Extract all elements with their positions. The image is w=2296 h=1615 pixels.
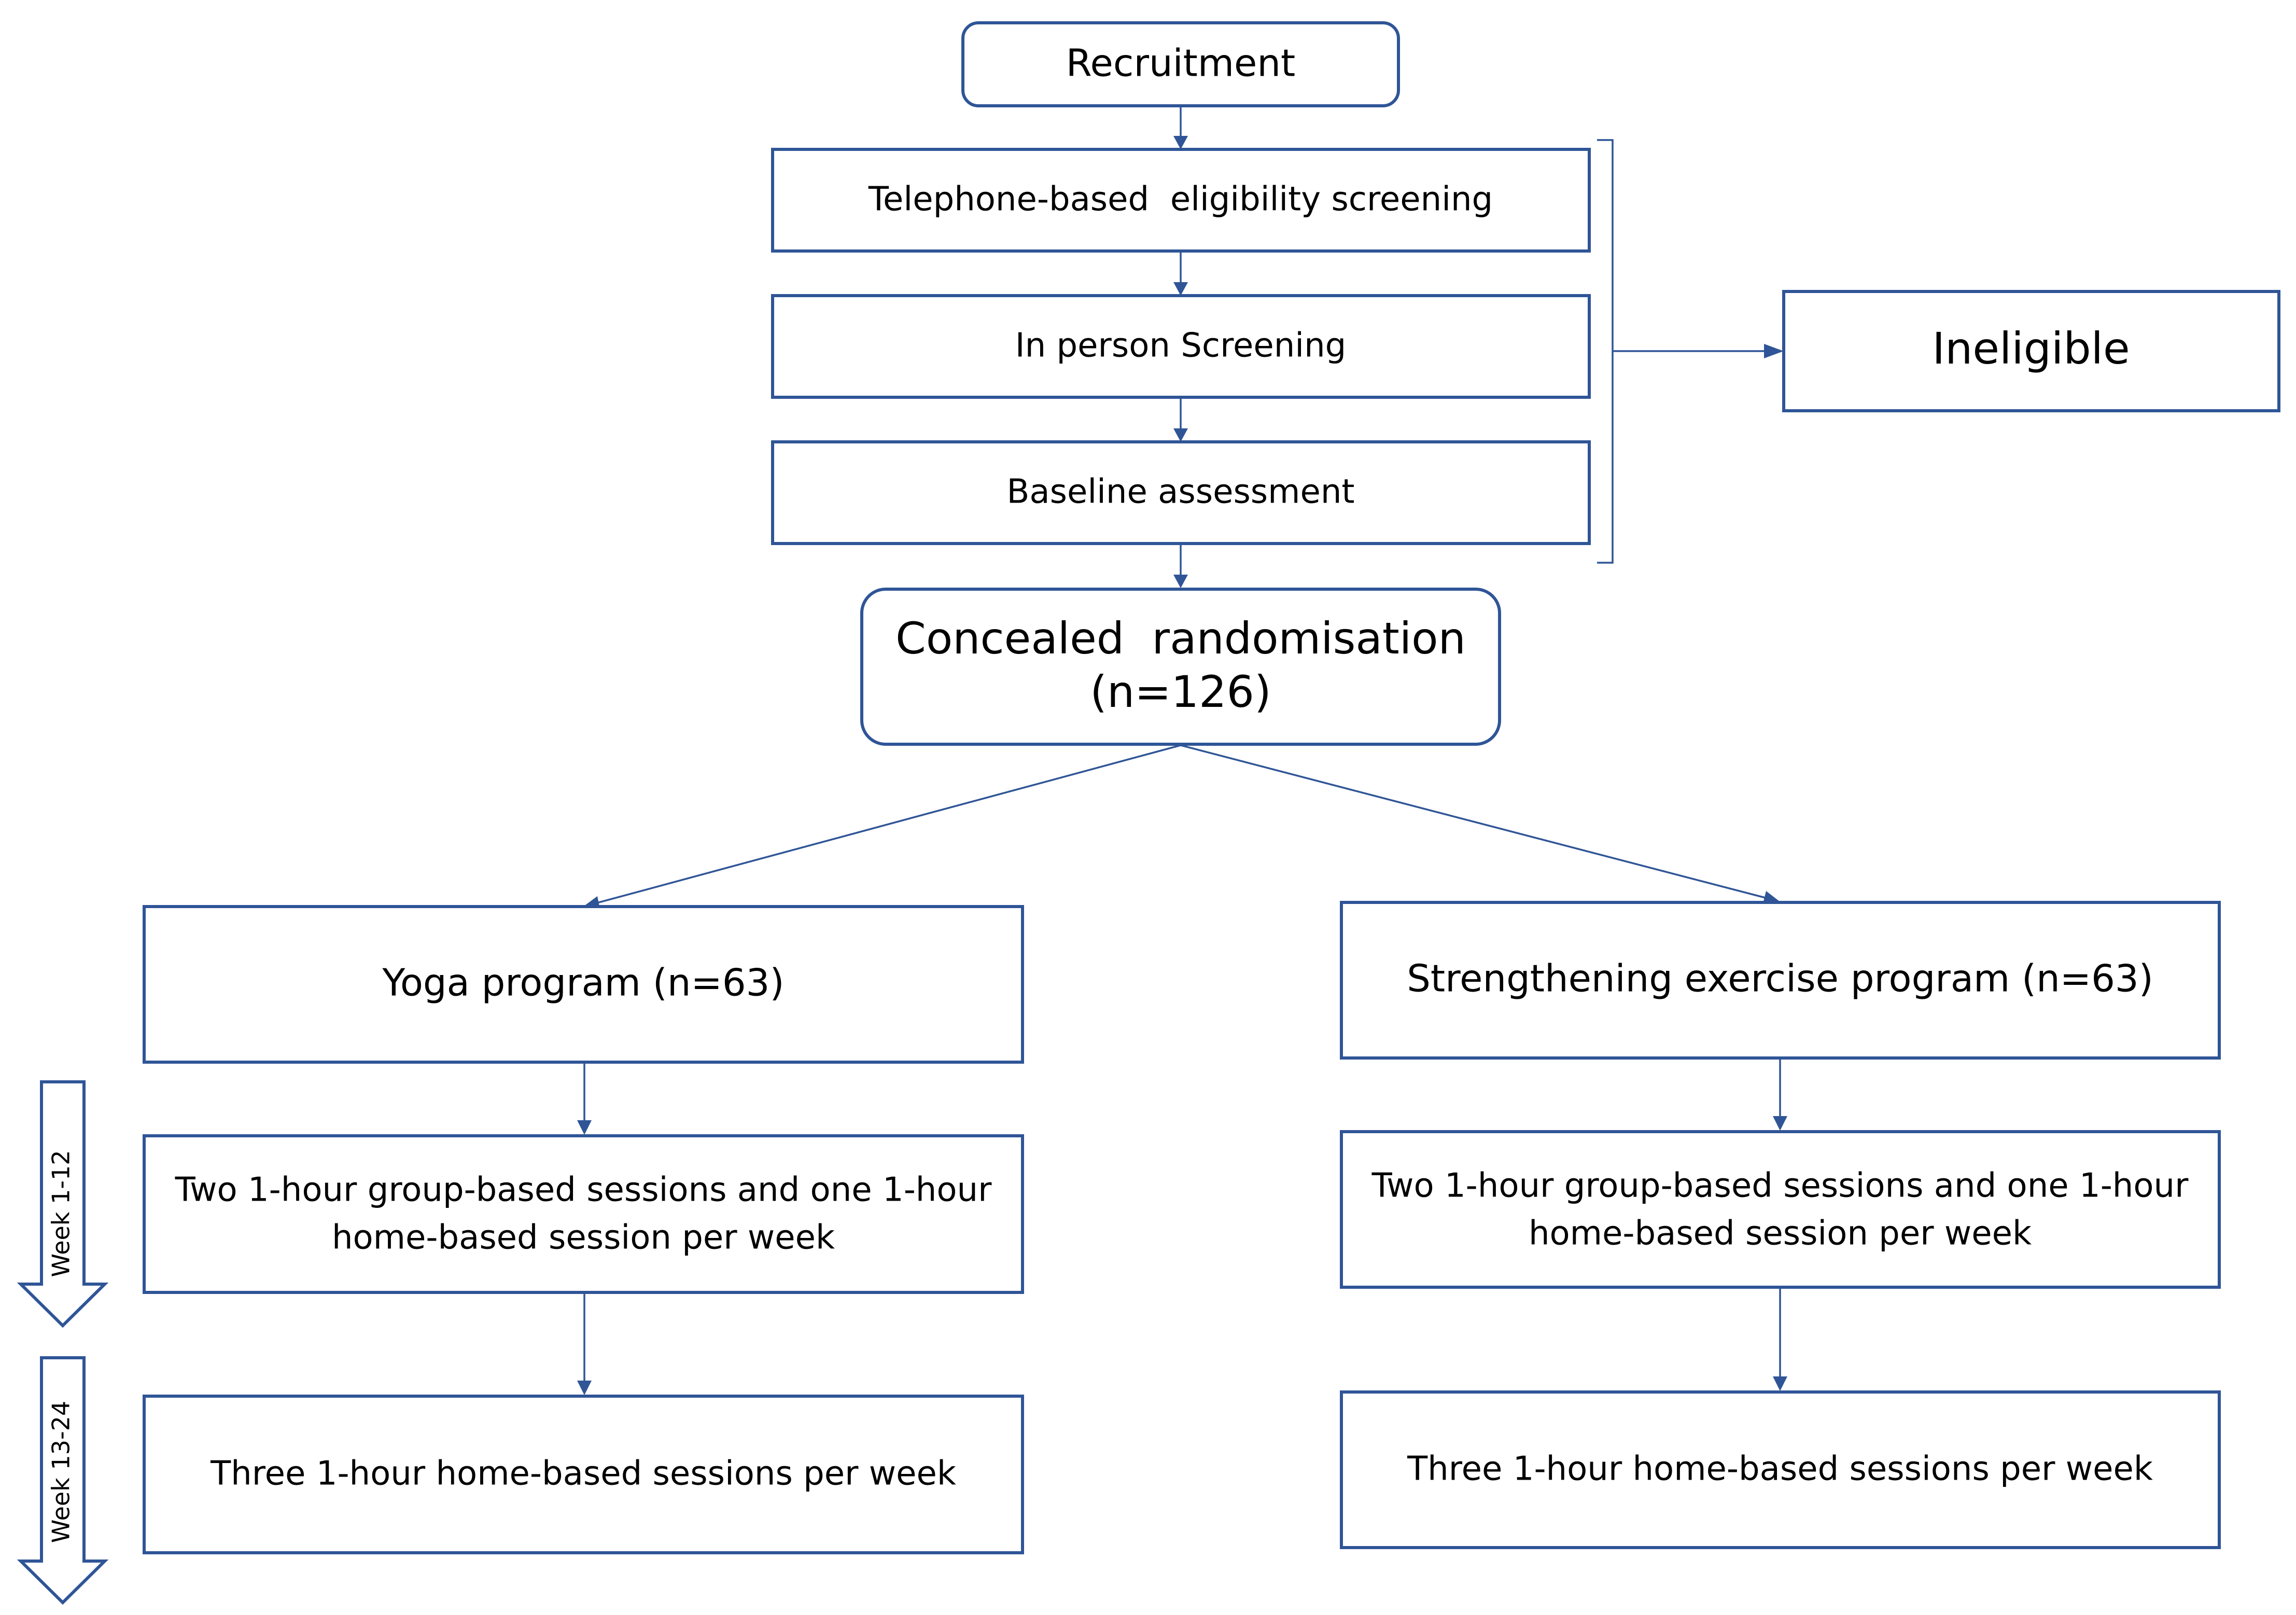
yoga-phase2-label: Three 1-hour home-based sessions per wee…	[210, 1455, 956, 1493]
strengthening-phase2-box: Three 1-hour home-based sessions per wee…	[1340, 1390, 2221, 1549]
connector-randomisation-to-yoga	[591, 744, 1181, 906]
in-person-screening-label: In person Screening	[1015, 327, 1347, 365]
yoga-phase1-line2: home-based session per week	[332, 1219, 835, 1257]
week-1-12-label: Week 1-12	[47, 1150, 75, 1277]
recruitment-box: Recruitment	[961, 21, 1400, 107]
yoga-program-label: Yoga program (n=63)	[382, 961, 784, 1005]
arrowhead-strengthening	[1763, 891, 1780, 903]
randomisation-box: Concealed randomisation (n=126)	[860, 588, 1501, 746]
connectors	[577, 107, 1787, 1395]
yoga-phase2-box: Three 1-hour home-based sessions per wee…	[143, 1395, 1024, 1554]
strengthening-phase1-line2: home-based session per week	[1529, 1215, 2032, 1253]
telephone-screening-box: Telephone-based eligibility screening	[771, 148, 1591, 253]
randomisation-label-line2: (n=126)	[1090, 666, 1271, 717]
baseline-assessment-label: Baseline assessment	[1006, 473, 1354, 511]
yoga-phase1-box: Two 1-hour group-based sessions and one …	[143, 1134, 1024, 1294]
connector-randomisation-to-strengthening	[1180, 744, 1772, 900]
arrowhead-telephone	[1173, 136, 1188, 149]
strengthening-program-label: Strengthening exercise program (n=63)	[1407, 957, 2153, 1000]
ineligible-label: Ineligible	[1932, 323, 2130, 374]
arrowhead-strengthening-phase1	[1773, 1116, 1787, 1131]
week-13-24-label: Week 13-24	[47, 1401, 75, 1543]
arrowhead-ineligible	[1764, 344, 1784, 358]
strengthening-phase1-line1: Two 1-hour group-based sessions and one …	[1371, 1167, 2189, 1205]
week-1-12-arrow: Week 1-12	[17, 1080, 109, 1328]
strengthening-program-box: Strengthening exercise program (n=63)	[1340, 901, 2221, 1060]
in-person-screening-box: In person Screening	[771, 294, 1591, 399]
arrowhead-baseline	[1173, 428, 1188, 442]
arrowhead-randomisation	[1173, 575, 1188, 588]
baseline-assessment-box: Baseline assessment	[771, 440, 1591, 545]
randomisation-label-line1: Concealed randomisation	[895, 613, 1466, 664]
ineligible-box: Ineligible	[1782, 290, 2280, 412]
week-13-24-arrow: Week 13-24	[17, 1356, 109, 1605]
screening-bracket	[1597, 139, 1614, 564]
yoga-program-box: Yoga program (n=63)	[143, 905, 1024, 1064]
strengthening-phase1-box: Two 1-hour group-based sessions and one …	[1340, 1130, 2221, 1289]
yoga-phase1-line1: Two 1-hour group-based sessions and one …	[175, 1171, 992, 1209]
arrowhead-in-person	[1173, 282, 1188, 296]
arrowhead-yoga-phase2	[577, 1381, 592, 1395]
recruitment-label: Recruitment	[1066, 41, 1295, 85]
strengthening-phase2-label: Three 1-hour home-based sessions per wee…	[1407, 1450, 2153, 1488]
telephone-screening-label: Telephone-based eligibility screening	[868, 180, 1493, 219]
arrowhead-yoga-phase1	[577, 1120, 592, 1135]
arrowhead-strengthening-phase2	[1773, 1376, 1787, 1391]
